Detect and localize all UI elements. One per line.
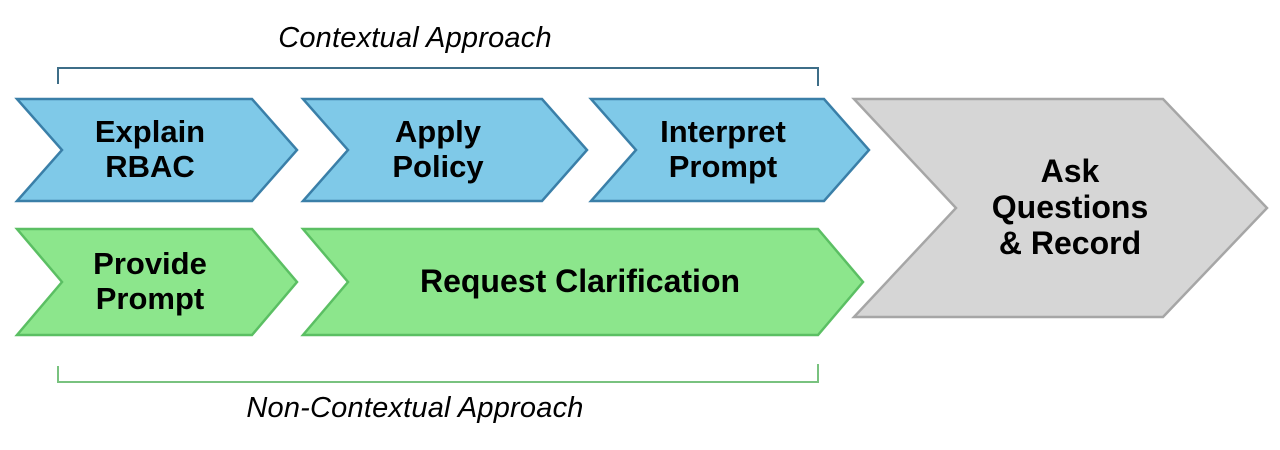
contextual-approach-bracket — [57, 67, 819, 86]
step-chevron-request-clarification[interactable] — [300, 227, 865, 337]
step-chevron-provide-prompt[interactable] — [14, 227, 299, 337]
contextual-approach-label: Contextual Approach — [278, 22, 552, 54]
step-chevron-explain-rbac[interactable] — [14, 97, 299, 203]
non-contextual-approach-label: Non-Contextual Approach — [246, 392, 584, 424]
terminal-chevron-ask-questions-record[interactable] — [851, 97, 1269, 319]
non-contextual-approach-bracket — [57, 364, 819, 383]
step-chevron-interpret-prompt[interactable] — [588, 97, 871, 203]
step-chevron-apply-policy[interactable] — [300, 97, 589, 203]
